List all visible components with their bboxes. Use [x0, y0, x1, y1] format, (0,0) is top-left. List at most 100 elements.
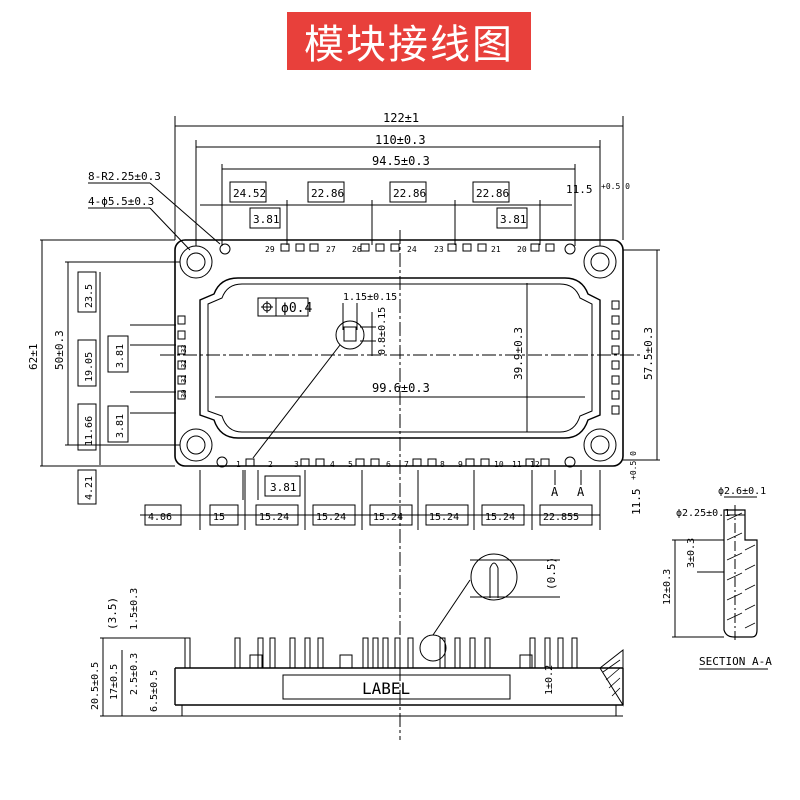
side-pin [544, 637, 551, 669]
terminal-pad [360, 243, 370, 252]
base-dim: 6.5±0.5 [149, 670, 160, 712]
pin-label: 4 [330, 460, 335, 469]
bottom-spacing-label: 15 [213, 512, 225, 523]
pin-label: 33 [180, 345, 188, 353]
spacing-box [77, 403, 97, 451]
outer-dia-dim: ϕ2.6±0.1 [718, 486, 766, 497]
pin-label: 10 [494, 460, 504, 469]
terminal-pad [300, 458, 310, 467]
bottom-spacing-label: 15.24 [316, 512, 346, 523]
section-a-a: ϕ2.6±0.1 ϕ2.25±0.1 3±0.3 12±0.3 SECTION … [662, 486, 772, 670]
bottom-spacing-label: 15.24 [429, 512, 459, 523]
pin-label: 5 [348, 460, 353, 469]
pin-hole-tl [219, 243, 231, 255]
spacing-box [77, 339, 97, 387]
top-offset-tol: +0.5 0 [601, 182, 630, 191]
window-height-dim: 39.9±0.3 [512, 327, 525, 380]
side-pin [372, 637, 379, 669]
terminal-pad [611, 315, 620, 325]
pin-label: 3 [294, 460, 299, 469]
hole-note: 4-ϕ5.5±0.3 [88, 195, 154, 208]
pin-thickness-dim: 0.8±0.15 [377, 307, 388, 355]
terminal-pad [447, 243, 457, 252]
pin-label: 11 [512, 460, 522, 469]
spacing-box [312, 504, 356, 526]
left-pitch-a: 3.81 [115, 344, 126, 368]
side-boss [339, 654, 353, 669]
bottom-spacing-label: 15.24 [373, 512, 403, 523]
detail-note: (0.5) [545, 557, 558, 590]
leader-pin-detail [252, 344, 341, 459]
terminal-pad [412, 458, 422, 467]
spacing-box [425, 504, 469, 526]
label-text: LABEL [362, 679, 410, 698]
spacing-box [144, 504, 182, 526]
side-pin [454, 637, 461, 669]
terminal-pad [177, 390, 186, 400]
side-pin [557, 637, 564, 669]
overall-width-dim: 122±1 [383, 111, 419, 125]
side-pin [394, 637, 401, 669]
side-pin [382, 637, 389, 669]
top-spacing-label: 22.86 [476, 187, 509, 200]
side-pin [484, 637, 491, 669]
pin-hole-bl [216, 456, 228, 468]
spacing-box [539, 504, 593, 526]
terminal-pad [177, 375, 186, 385]
pin-label: 6 [386, 460, 391, 469]
terminal-pad [545, 243, 555, 252]
left-pitch-b: 3.81 [115, 414, 126, 438]
left-spacing-label: 23.5 [84, 284, 95, 308]
pin-hole-tr [564, 243, 576, 255]
bottom-spacing-label: 15.24 [485, 512, 515, 523]
bottom-right-offset: 11.5 [630, 489, 643, 516]
spacing-box [307, 181, 345, 203]
mount-height-dim: 50±0.3 [53, 330, 66, 370]
pin-detail-square [343, 326, 357, 342]
mount-hole-tl [179, 245, 213, 279]
pin-label: 30 [180, 390, 188, 398]
spacing-box [209, 504, 239, 526]
side-pin [184, 637, 191, 669]
terminal-pad [611, 405, 620, 415]
section-outline [723, 509, 758, 638]
position-tolerance: ϕ0.4 [281, 301, 312, 316]
terminal-pad [525, 458, 535, 467]
terminal-pad [390, 243, 400, 252]
terminal-pad [480, 458, 490, 467]
window-width-dim: 99.6±0.3 [372, 381, 430, 395]
inner-span-dim: 94.5±0.3 [372, 154, 430, 168]
total-height-dim: 20.5±0.5 [90, 662, 101, 710]
pin-label: 2 [268, 460, 273, 469]
bottom-spacing-label: 15.24 [259, 512, 289, 523]
title-banner: 模块接线图 [287, 12, 531, 70]
side-pin [289, 637, 296, 669]
pin-detail-callout [419, 634, 447, 662]
side-view-pins [184, 637, 578, 669]
inner-window [199, 277, 601, 439]
terminal-pad [295, 243, 305, 252]
inner-window-lip [207, 283, 593, 433]
terminal-pad [427, 458, 437, 467]
pin-label: 20 [517, 245, 527, 254]
pin-label: 27 [326, 245, 336, 254]
mount-hole-tr [583, 245, 617, 279]
pin-detail-magnified [470, 553, 518, 601]
mount-hole-br [583, 428, 617, 462]
terminal-pad [245, 458, 255, 467]
pin-width-dim: 1.15±0.15 [343, 292, 397, 303]
label-box [282, 674, 511, 700]
terminal-pads-right [611, 300, 620, 415]
terminal-pad [177, 315, 186, 325]
radius-note: 8-R2.25±0.3 [88, 170, 161, 183]
terminal-pad [611, 345, 620, 355]
side-pin [469, 637, 476, 669]
overall-height-dim: 62±1 [27, 344, 40, 371]
pin-label: 8 [440, 460, 445, 469]
spacing-box [389, 181, 427, 203]
top-spacing-label: 22.86 [311, 187, 344, 200]
